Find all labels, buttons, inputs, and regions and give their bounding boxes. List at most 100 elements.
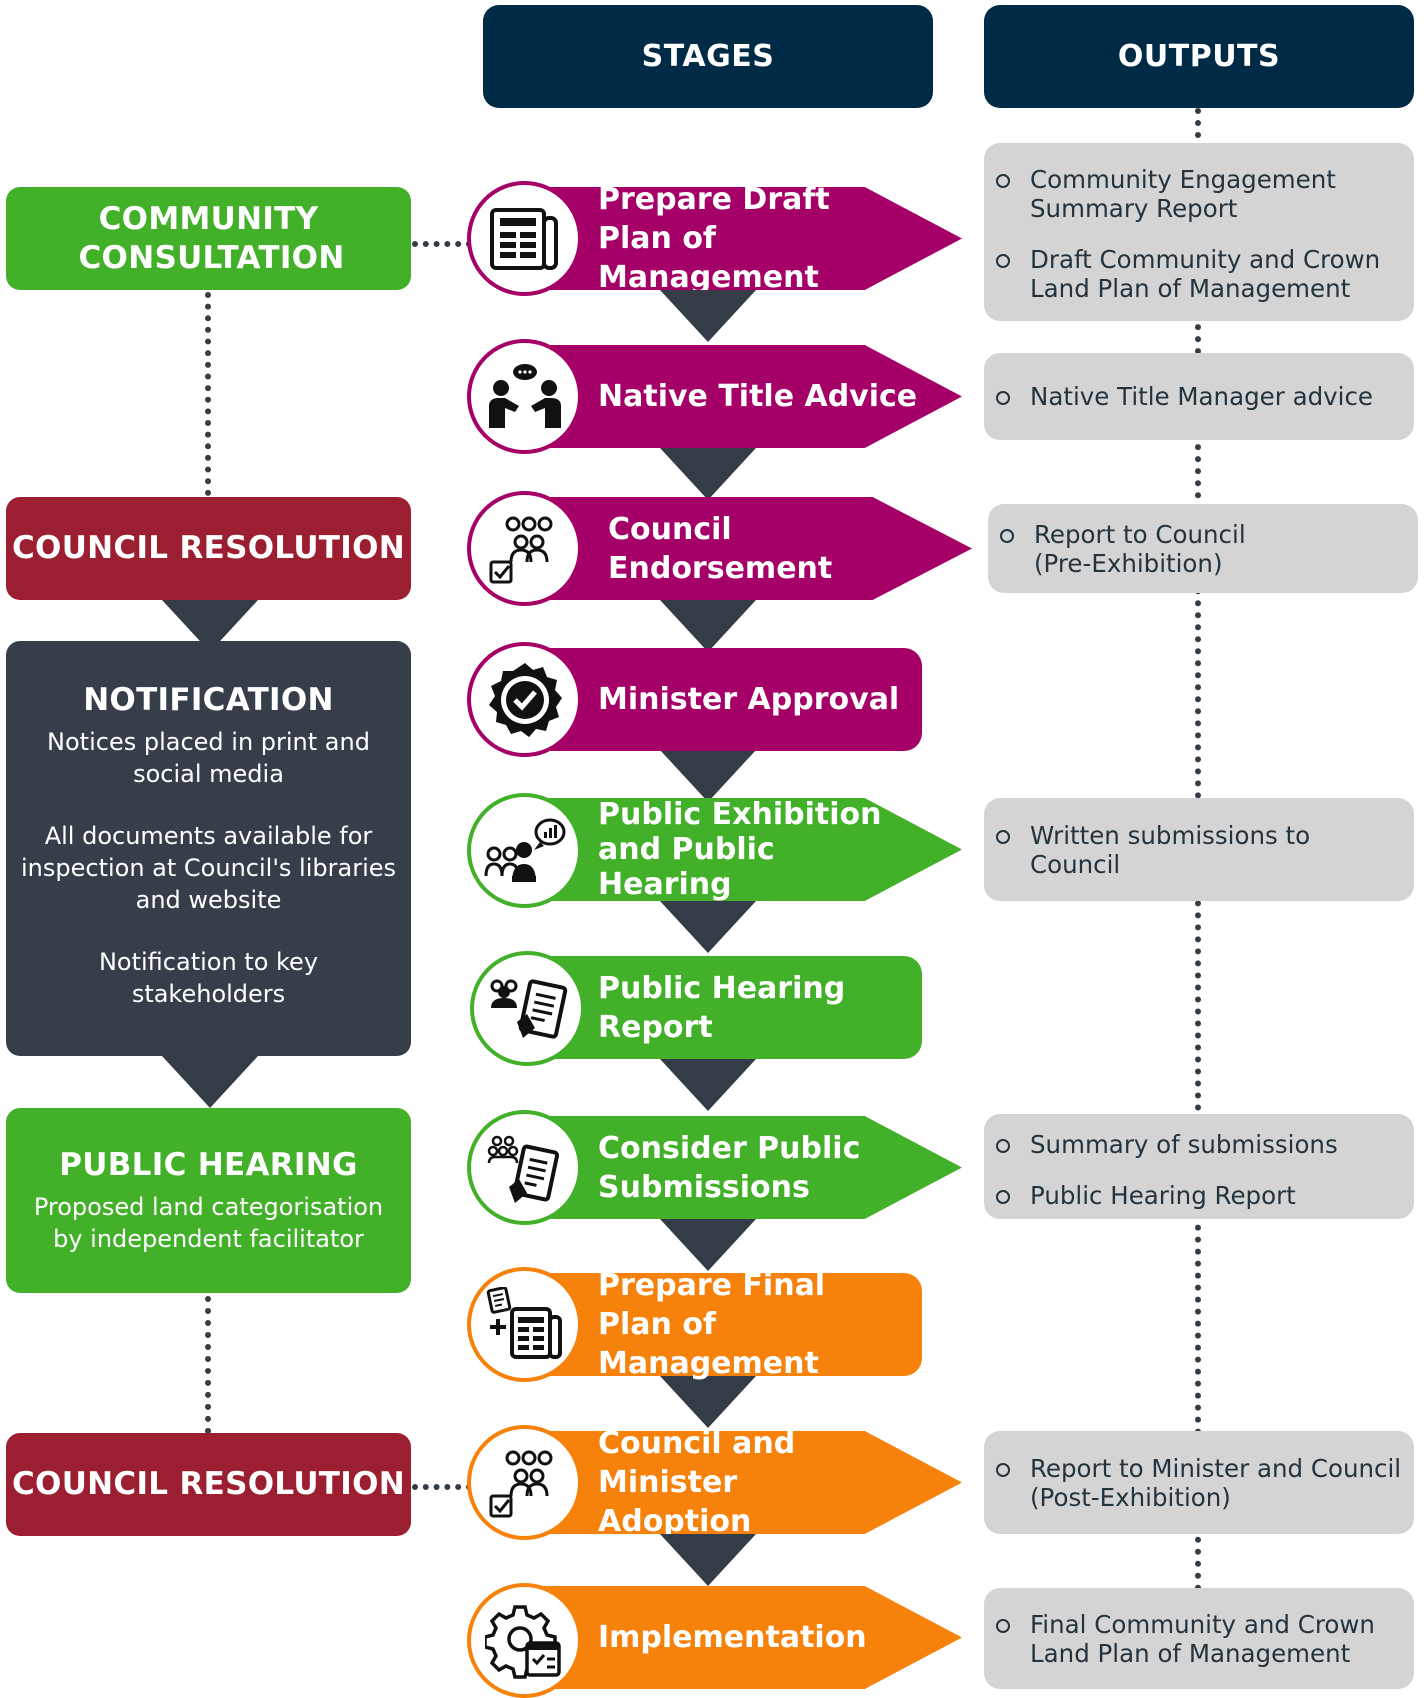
output-box: Written submissions to Council	[984, 798, 1414, 901]
stage-label: Council Endorsement	[608, 511, 833, 586]
stage-prepare-final-plan: Prepare Final Plan of Management	[520, 1268, 922, 1381]
stage-label: Public Exhibition and Public Hearing	[598, 797, 882, 902]
outputs-header: OUTPUTS	[984, 5, 1414, 108]
stage-icon-circle	[467, 491, 582, 606]
bullet-icon	[996, 1139, 1010, 1153]
notification-text: All documents available for inspection a…	[21, 822, 396, 914]
output-text: Native Title Manager advice	[1030, 382, 1373, 411]
bullet-icon	[1000, 528, 1014, 543]
stage-icon-circle	[467, 1583, 582, 1698]
hearing-report-icon	[490, 978, 567, 1039]
output-item: Native Title Manager advice	[996, 382, 1373, 411]
flow-arrow-down	[660, 750, 756, 802]
output-text: Report to Minister and Council (Post-Exh…	[1030, 1453, 1402, 1512]
notification-text: Notices placed in print and social media	[47, 728, 370, 788]
stage-label: Native Title Advice	[598, 379, 918, 414]
consultation-connector-line	[205, 292, 211, 496]
output-box: Community Engagement Summary Report Draf…	[984, 143, 1414, 321]
council-resolution-box: COUNCIL RESOLUTION	[6, 497, 411, 600]
submissions-icon	[487, 1135, 559, 1203]
output-box: Report to Council (Pre-Exhibition)	[988, 504, 1418, 593]
stage-label: Prepare Draft Plan of Management	[598, 182, 830, 295]
consultation-link-dots	[412, 241, 472, 247]
stage-label: Prepare Final Plan of Management	[598, 1268, 826, 1381]
stage-icon-circle	[467, 1425, 582, 1540]
council-resolution-box: COUNCIL RESOLUTION	[6, 1433, 411, 1536]
output-text: Summary of submissions	[1030, 1130, 1338, 1159]
output-item: Report to Council (Pre-Exhibition)	[1000, 520, 1294, 578]
stage-icon-circle	[467, 339, 582, 454]
bullet-icon	[996, 391, 1010, 405]
output-text: Report to Council (Pre-Exhibition)	[1034, 519, 1246, 578]
stage-consider-submissions: Consider Public Submissions	[520, 1116, 962, 1219]
flow-arrow-down	[660, 1059, 756, 1111]
community-consultation-title: COMMUNITY CONSULTATION	[78, 200, 345, 276]
bullet-icon	[996, 1618, 1010, 1633]
public-hearing-text: Proposed land categorisation by independ…	[33, 1193, 384, 1253]
stage-label: Consider Public Submissions	[598, 1130, 861, 1205]
bullet-icon	[996, 174, 1010, 188]
flow-arrow-down	[162, 1056, 258, 1108]
output-item: Community Engagement Summary Report	[996, 165, 1414, 223]
output-text: Public Hearing Report	[1030, 1181, 1296, 1210]
output-box: Report to Minister and Council (Post-Exh…	[984, 1431, 1414, 1534]
output-item: Written submissions to Council	[996, 821, 1330, 879]
stage-label: Minister Approval	[598, 682, 900, 717]
flow-arrow-down	[660, 1219, 756, 1271]
output-item: Report to Minister and Council (Post-Exh…	[996, 1454, 1410, 1512]
bullet-icon	[996, 254, 1010, 268]
stage-icon-circle	[467, 793, 582, 908]
discussion-icon	[488, 363, 561, 428]
stages-header: STAGES	[483, 5, 933, 108]
bullet-icon	[996, 1190, 1010, 1204]
public-hearing-title: PUBLIC HEARING	[59, 1147, 358, 1183]
council-resolution-title: COUNCIL RESOLUTION	[12, 1466, 405, 1502]
stage-label: Implementation	[598, 1620, 867, 1655]
output-box: Final Community and Crown Land Plan of M…	[984, 1588, 1414, 1689]
output-text: Final Community and Crown Land Plan of M…	[1030, 1609, 1375, 1668]
output-item: Final Community and Crown Land Plan of M…	[996, 1610, 1400, 1668]
flow-arrow-down	[660, 1376, 756, 1428]
hearing-connector-line	[205, 1296, 211, 1434]
output-text: Community Engagement Summary Report	[1030, 165, 1336, 223]
output-text: Written submissions to Council	[1030, 820, 1311, 879]
group-check-icon	[489, 516, 552, 583]
stage-prepare-draft-plan: Prepare Draft Plan of Management	[520, 187, 962, 290]
output-item: Summary of submissions	[996, 1130, 1414, 1159]
stage-council-minister-adoption: Council and Minister Adoption	[520, 1431, 962, 1534]
notification-text: Notification to key stakeholders	[98, 948, 319, 1008]
stage-public-hearing-report: Public Hearing Report	[520, 956, 922, 1059]
notification-title: NOTIFICATION	[83, 682, 334, 718]
resolution-link-dots	[412, 1484, 472, 1490]
flow-arrow-down	[660, 1534, 756, 1586]
stage-public-exhibition: Public Exhibition and Public Hearing	[520, 798, 962, 901]
public-hearing-box: PUBLIC HEARING Proposed land categorisat…	[6, 1108, 411, 1293]
output-box: Native Title Manager advice	[984, 353, 1414, 440]
stage-icon-circle	[467, 181, 582, 296]
flow-arrow-down	[660, 448, 756, 500]
flow-arrow-down	[660, 600, 756, 652]
bullet-icon	[996, 829, 1010, 844]
output-text: Draft Community and Crown Land Plan of M…	[1030, 245, 1381, 303]
stage-icon-circle	[467, 1110, 582, 1225]
flow-arrow-down	[660, 290, 756, 342]
stage-native-title-advice: Native Title Advice	[520, 345, 962, 448]
output-box: Summary of submissions Public Hearing Re…	[984, 1114, 1414, 1219]
approval-badge-icon	[488, 662, 562, 737]
public-meeting-icon	[484, 818, 565, 882]
output-item: Draft Community and Crown Land Plan of M…	[996, 245, 1414, 303]
stage-icon-circle	[470, 951, 585, 1066]
output-item: Public Hearing Report	[996, 1181, 1414, 1210]
newspaper-icon	[489, 207, 558, 270]
group-check-icon	[489, 1450, 552, 1517]
community-consultation-box: COMMUNITY CONSULTATION	[6, 187, 411, 290]
council-resolution-title: COUNCIL RESOLUTION	[12, 530, 405, 566]
gear-checklist-icon	[484, 1604, 561, 1679]
flow-arrow-down	[660, 901, 756, 953]
stage-council-endorsement: Council Endorsement	[520, 497, 972, 600]
notification-box: NOTIFICATION Notices placed in print and…	[6, 641, 411, 1056]
stage-minister-approval: Minister Approval	[520, 648, 922, 751]
stage-label: Public Hearing Report	[598, 970, 846, 1045]
add-document-icon	[486, 1286, 562, 1359]
stage-icon-circle	[467, 642, 582, 757]
